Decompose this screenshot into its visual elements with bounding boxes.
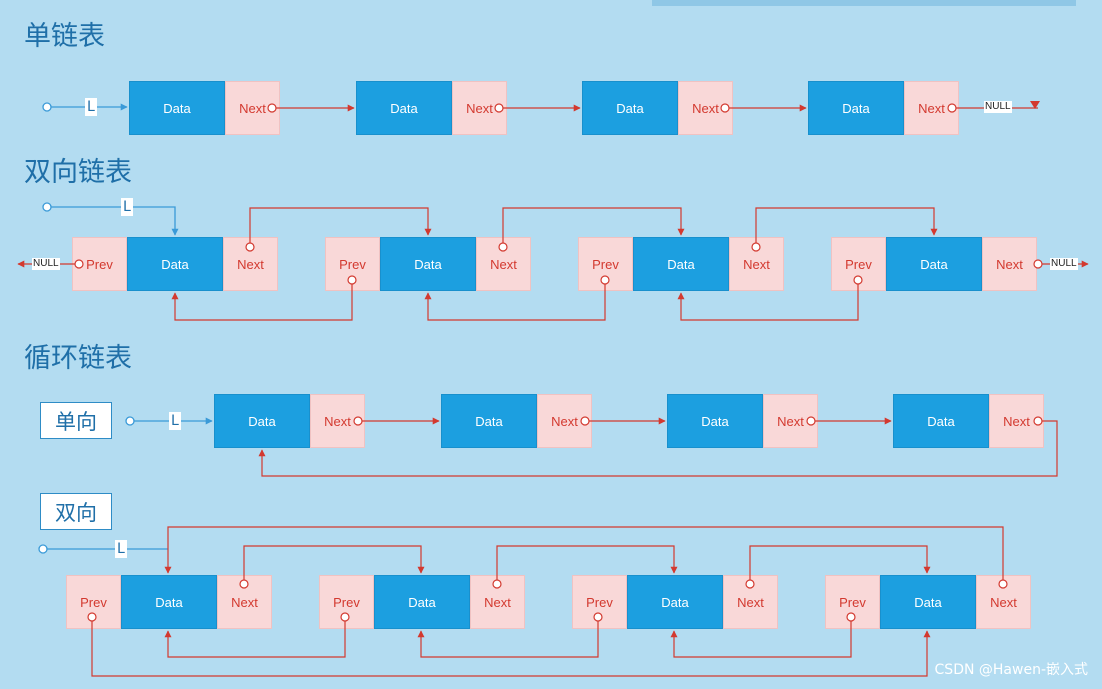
data-field: Data [633, 237, 729, 291]
title-singly-linked-list: 单链表 [24, 21, 105, 52]
circular-single-node-4: Data Next [893, 394, 1044, 448]
origin-dot [42, 102, 52, 112]
next-arrow [243, 545, 425, 584]
next-arrow [249, 207, 432, 243]
prev-arrow [677, 280, 859, 321]
head-label-circular-single: L [169, 412, 181, 430]
head-label-circular-double: L [115, 540, 127, 558]
head-label-doubly: L [121, 198, 133, 216]
prev-dot [846, 612, 856, 622]
prev-dot [347, 275, 357, 285]
next-dot [1033, 259, 1043, 269]
prev-arrow [171, 280, 353, 321]
doubly-node-4: Prev Data Next [831, 237, 1037, 291]
head-label-singly: L [85, 98, 97, 116]
prev-dot [74, 259, 84, 269]
null-label-singly: NULL [984, 101, 1012, 113]
origin-dot [125, 416, 135, 426]
next-dot [998, 579, 1008, 589]
data-field: Data [880, 575, 976, 629]
next-dot [751, 242, 761, 252]
data-field: Data [893, 394, 989, 448]
data-field: Data [582, 81, 678, 135]
next-dot [353, 416, 363, 426]
next-dot [745, 579, 755, 589]
data-field: Data [627, 575, 723, 629]
next-field: Next [982, 237, 1037, 291]
pointer-origin-dots [74, 103, 1043, 622]
next-dot [492, 579, 502, 589]
null-label-doubly-right: NULL [1050, 258, 1078, 270]
origin-dot [42, 202, 52, 212]
prev-dot [340, 612, 350, 622]
next-dot [267, 103, 277, 113]
next-prev-arrows [17, 101, 1089, 677]
next-dot [498, 242, 508, 252]
prev-arrow [670, 617, 852, 658]
wrap-around-arrow [258, 420, 1058, 477]
next-dot [1033, 416, 1043, 426]
data-field: Data [380, 237, 476, 291]
head-origin-dots [38, 102, 135, 554]
head-arrow-doubly [47, 206, 179, 236]
next-dot [720, 103, 730, 113]
prev-dot [87, 612, 97, 622]
null-arrow-tip [1030, 101, 1040, 109]
circular-double-node-2: Prev Data Next [319, 575, 525, 629]
next-dot [245, 242, 255, 252]
next-dot [580, 416, 590, 426]
circular-double-node-3: Prev Data Next [572, 575, 778, 629]
null-label-doubly-left: NULL [32, 258, 60, 270]
data-field: Data [127, 237, 223, 291]
prev-arrow [164, 617, 346, 658]
data-field: Data [214, 394, 310, 448]
title-doubly-linked-list: 双向链表 [24, 157, 132, 188]
singly-node-4: Data Next [808, 81, 959, 135]
title-circular-linked-list: 循环链表 [24, 343, 132, 374]
data-field: Data [374, 575, 470, 629]
data-field: Data [356, 81, 452, 135]
next-field: Next [989, 394, 1044, 448]
data-field: Data [808, 81, 904, 135]
prev-field: Prev [319, 575, 374, 629]
tag-one-way: 单向 [40, 402, 112, 439]
wrap-prev-arrow [91, 617, 931, 677]
next-dot [806, 416, 816, 426]
next-dot [239, 579, 249, 589]
wrap-next-arrow [164, 526, 1004, 584]
next-dot [947, 103, 957, 113]
top-scroll-strip [652, 0, 1076, 6]
next-arrow [502, 207, 685, 243]
data-field: Data [129, 81, 225, 135]
tag-two-way: 双向 [40, 493, 112, 530]
data-field: Data [441, 394, 537, 448]
prev-dot [853, 275, 863, 285]
origin-dot [38, 544, 48, 554]
data-field: Data [667, 394, 763, 448]
prev-dot [600, 275, 610, 285]
watermark: CSDN @Hawen-嵌入式 [934, 662, 1088, 678]
next-field: Next [223, 237, 278, 291]
singly-node-1: Data Next [129, 81, 280, 135]
next-arrow [496, 545, 678, 584]
next-dot [494, 103, 504, 113]
prev-field: Prev [66, 575, 121, 629]
next-arrow [749, 545, 931, 584]
prev-dot [593, 612, 603, 622]
head-pointer-lines [43, 103, 213, 550]
data-field: Data [121, 575, 217, 629]
next-arrow [755, 207, 938, 243]
prev-arrow [417, 617, 599, 658]
data-field: Data [886, 237, 982, 291]
prev-arrow [424, 280, 606, 321]
